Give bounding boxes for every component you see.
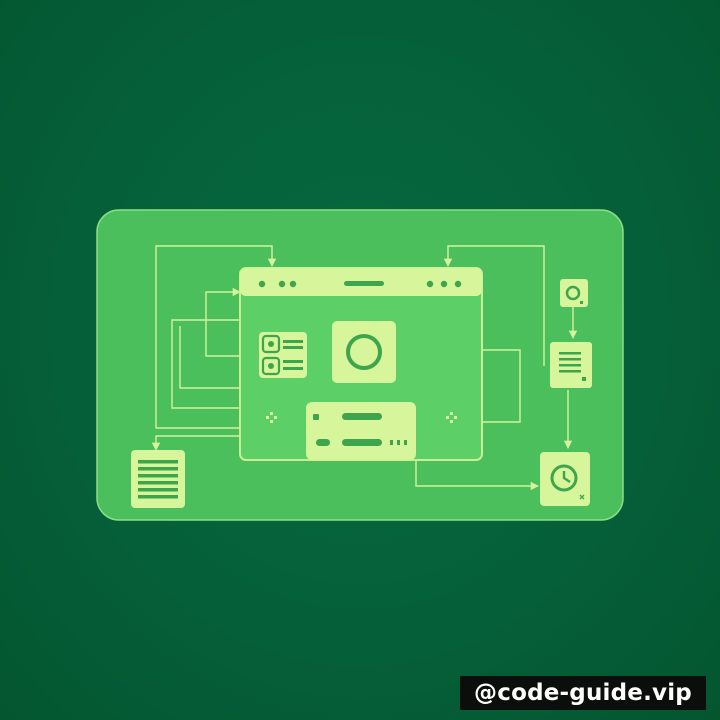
- sparkle-icon: [266, 412, 457, 423]
- notes-document-icon: [550, 342, 592, 388]
- watermark-label: @code-guide.vip: [460, 676, 706, 710]
- document-icon: [131, 450, 185, 508]
- small-gear-icon: [560, 279, 588, 307]
- clock-icon: [540, 452, 590, 506]
- server-panel-icon: [306, 402, 416, 460]
- checklist-icon: [259, 332, 307, 378]
- settings-ring-icon: [332, 321, 396, 383]
